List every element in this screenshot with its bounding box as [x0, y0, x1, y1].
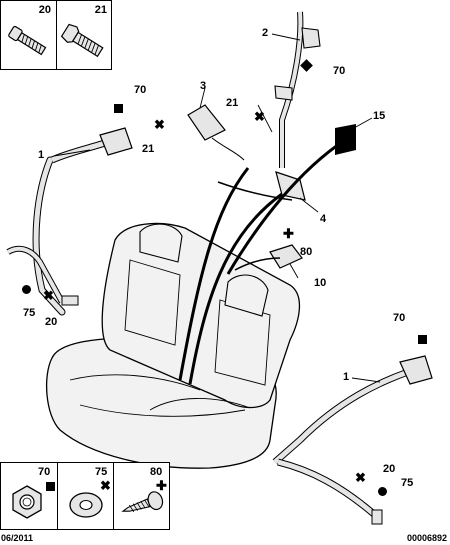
legend-label-75: 75 — [95, 466, 108, 478]
callout-75-right: 75 — [401, 477, 414, 489]
callout-70-right: 70 — [393, 312, 406, 324]
legend-label-80: 80 — [150, 466, 163, 478]
callout-20-left-cross: ✖ — [43, 288, 54, 303]
legend-top: 20 21 — [0, 0, 112, 70]
center-seat-belt — [187, 11, 356, 269]
footer-reference: 00006892 — [406, 533, 447, 543]
callout-70-right-square — [418, 335, 427, 344]
legend-bottom: 70 75 ✖ 80 ✚ — [0, 462, 170, 530]
callout-4: 4 — [320, 213, 327, 225]
legend-cell-21: 21 — [57, 1, 112, 69]
screw-icon — [8, 25, 47, 56]
callout-21-left: 21 — [142, 143, 155, 155]
legend-75-cross: ✖ — [100, 478, 111, 493]
legend-cell-80: 80 ✚ — [114, 463, 170, 529]
callout-3: 3 — [200, 80, 207, 92]
legend-label-70: 70 — [38, 466, 51, 478]
callout-20-left: 20 — [45, 316, 58, 328]
callout-1-right: 1 — [343, 371, 350, 383]
rear-seat — [46, 222, 301, 469]
callout-80: 80 — [300, 246, 313, 258]
callout-80-plus: ✚ — [283, 226, 294, 241]
callout-10: 10 — [314, 277, 327, 289]
legend-label-20: 20 — [38, 4, 51, 16]
callout-21-center: 21 — [226, 97, 239, 109]
self-tapping-screw-icon — [121, 491, 164, 513]
washer-icon — [69, 492, 103, 518]
callout-2: 2 — [262, 27, 269, 39]
callout-75-right-dot — [378, 487, 387, 496]
legend-80-plus: ✚ — [156, 478, 167, 493]
callout-70-top: 70 — [333, 65, 346, 77]
callout-75-left-dot — [22, 285, 31, 294]
right-seat-belt — [272, 355, 433, 525]
callout-75-left: 75 — [23, 307, 36, 319]
legend-70-square — [46, 482, 55, 491]
footer-date: 06/2011 — [1, 533, 34, 543]
hex-nut-icon — [12, 485, 42, 519]
bolt-icon — [60, 23, 104, 58]
callout-21-left-cross: ✖ — [154, 117, 165, 132]
callout-20-right-cross: ✖ — [355, 470, 366, 485]
callout-15: 15 — [373, 110, 386, 122]
callout-21-center-cross: ✖ — [254, 109, 265, 124]
callout-1-left: 1 — [38, 149, 45, 161]
legend-label-21: 21 — [94, 4, 107, 16]
legend-cell-20: 20 — [1, 1, 57, 69]
left-seat-belt — [6, 127, 133, 316]
callout-70-left-square — [114, 104, 123, 113]
callout-20-right: 20 — [383, 463, 396, 475]
legend-cell-75: 75 ✖ — [58, 463, 114, 529]
legend-cell-70: 70 — [1, 463, 58, 529]
callout-70-left: 70 — [134, 84, 147, 96]
